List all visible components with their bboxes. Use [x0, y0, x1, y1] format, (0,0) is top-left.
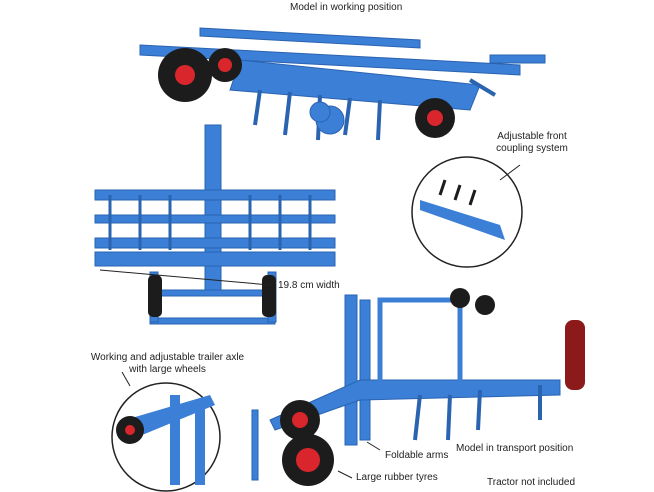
- label-tractor-note: Tractor not included: [487, 477, 576, 488]
- label-front-coupling: Adjustable front coupling system: [487, 131, 577, 155]
- width-arrow: [99, 269, 271, 286]
- label-foldable-arms: Foldable arms: [385, 450, 449, 461]
- label-front-coupling-line1: Adjustable front: [497, 131, 567, 142]
- label-working-position: Model in working position: [290, 2, 403, 13]
- trailer-axle-detail: [111, 371, 221, 492]
- front-coupling-detail: [411, 156, 523, 268]
- label-trailer-axle-line2: with large wheels: [129, 364, 206, 375]
- label-transport-position: Model in transport position: [456, 443, 574, 454]
- top-view-model: [94, 124, 336, 325]
- transport-position-model: [251, 288, 585, 486]
- tyres-arrow: [337, 470, 353, 479]
- working-position-model: [139, 27, 546, 141]
- label-front-coupling-line2: coupling system: [496, 143, 568, 154]
- label-trailer-axle: Working and adjustable trailer axle with…: [90, 352, 245, 376]
- label-width: 19.8 cm width: [278, 280, 340, 291]
- label-trailer-axle-line1: Working and adjustable trailer axle: [90, 352, 245, 363]
- label-rubber-tyres: Large rubber tyres: [356, 472, 438, 483]
- foldable-arms-arrow: [366, 441, 381, 451]
